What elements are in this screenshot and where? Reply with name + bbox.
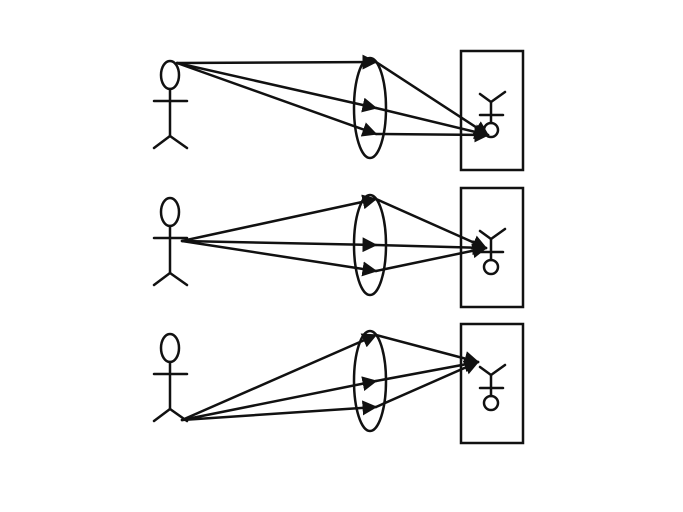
light-ray-3 — [180, 239, 488, 277]
panel-1 — [152, 49, 525, 172]
light-ray-2 — [180, 237, 488, 256]
image-figure-head — [482, 258, 500, 276]
image-figure-left-leg — [478, 365, 493, 377]
incident-ray — [180, 376, 378, 422]
incident-ray — [175, 61, 378, 113]
image-figure-left-leg — [478, 92, 493, 104]
figure-right-leg — [168, 271, 189, 287]
light-ray-2 — [175, 61, 490, 140]
image-figure-right-leg — [489, 227, 507, 241]
figure-left-leg — [152, 134, 172, 150]
figure-head — [159, 332, 181, 364]
figure-right-leg — [168, 134, 189, 150]
refracted-ray — [374, 360, 480, 409]
image-screen — [459, 49, 525, 172]
refracted-ray — [374, 197, 488, 250]
image-figure-left-leg — [478, 229, 493, 241]
figure-left-leg — [152, 407, 172, 423]
refracted-ray — [374, 60, 490, 137]
incident-ray — [180, 400, 378, 422]
figure-head — [159, 59, 181, 91]
light-ray-1 — [180, 194, 488, 250]
light-ray-1 — [180, 333, 480, 422]
refracted-ray — [374, 127, 490, 143]
light-ray-3 — [180, 360, 480, 422]
image-figure-right-leg — [489, 90, 507, 104]
incident-ray — [180, 239, 378, 277]
light-ray-3 — [175, 61, 490, 143]
light-ray-2 — [180, 357, 480, 422]
image-screen — [459, 322, 525, 445]
incident-ray — [180, 237, 378, 253]
incident-ray — [175, 54, 378, 70]
refracted-ray — [374, 333, 480, 366]
light-ray-1 — [175, 54, 490, 137]
figure-head — [159, 196, 181, 228]
refracted-ray — [374, 357, 480, 383]
refracted-ray — [374, 243, 488, 273]
image-figure-right-leg — [489, 363, 507, 377]
image-figure-head — [482, 394, 500, 412]
incident-ray — [180, 194, 378, 243]
figure-left-leg — [152, 271, 172, 287]
panel-3 — [152, 322, 525, 445]
refracted-ray — [374, 106, 490, 140]
converging-lens — [352, 329, 388, 433]
incident-ray — [175, 61, 378, 137]
refracted-ray — [374, 240, 488, 256]
panel-2 — [152, 186, 525, 309]
incident-ray — [180, 333, 378, 422]
